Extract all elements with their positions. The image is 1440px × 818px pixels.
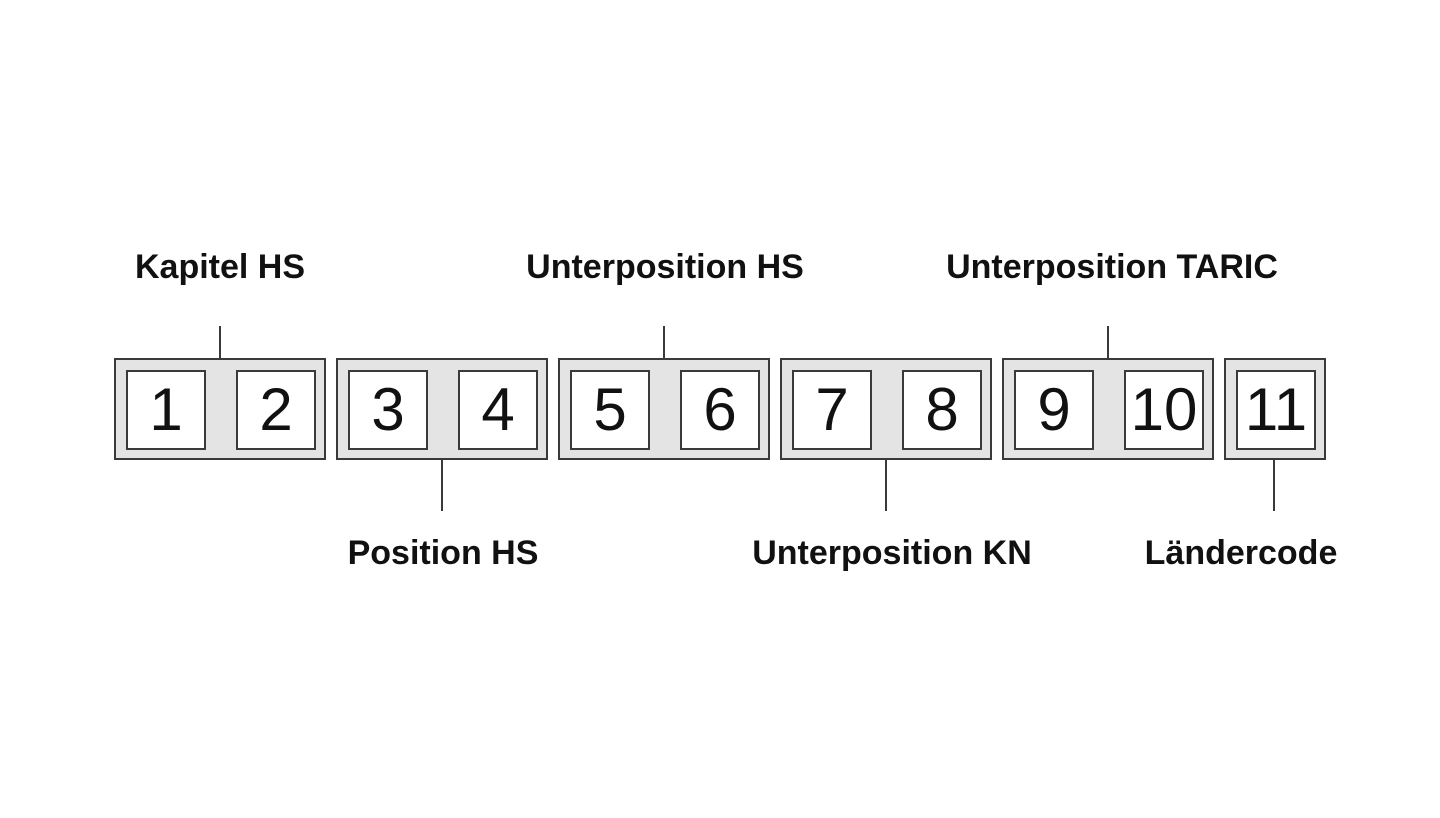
digit-group-unterposition-taric: 9 10 bbox=[1002, 358, 1214, 460]
digit-box-9: 9 bbox=[1014, 370, 1094, 450]
connector-position-hs bbox=[441, 460, 443, 511]
label-position-hs: Position HS bbox=[347, 534, 539, 572]
digit-box-10: 10 bbox=[1124, 370, 1204, 450]
label-unterposition-hs: Unterposition HS bbox=[526, 248, 804, 286]
digit-box-7: 7 bbox=[792, 370, 872, 450]
digit-box-6: 6 bbox=[680, 370, 760, 450]
connector-unterposition-kn bbox=[885, 460, 887, 511]
connector-unterposition-hs bbox=[663, 326, 665, 358]
digit-group-laendercode: 11 bbox=[1224, 358, 1326, 460]
label-unterposition-taric: Unterposition TARIC bbox=[946, 248, 1278, 286]
connector-unterposition-taric bbox=[1107, 326, 1109, 358]
connector-kapitel-hs bbox=[219, 326, 221, 358]
label-laendercode: Ländercode bbox=[1144, 534, 1338, 572]
digit-group-position-hs: 3 4 bbox=[336, 358, 548, 460]
connector-laendercode bbox=[1273, 460, 1275, 511]
label-kapitel-hs: Kapitel HS bbox=[134, 248, 306, 286]
digit-box-5: 5 bbox=[570, 370, 650, 450]
digit-box-3: 3 bbox=[348, 370, 428, 450]
label-unterposition-kn: Unterposition KN bbox=[752, 534, 1032, 572]
digit-box-1: 1 bbox=[126, 370, 206, 450]
digit-box-2: 2 bbox=[236, 370, 316, 450]
digit-box-4: 4 bbox=[458, 370, 538, 450]
digit-group-kapitel-hs: 1 2 bbox=[114, 358, 326, 460]
digit-group-unterposition-hs: 5 6 bbox=[558, 358, 770, 460]
digit-box-11: 11 bbox=[1236, 370, 1316, 450]
digit-group-unterposition-kn: 7 8 bbox=[780, 358, 992, 460]
digit-box-8: 8 bbox=[902, 370, 982, 450]
